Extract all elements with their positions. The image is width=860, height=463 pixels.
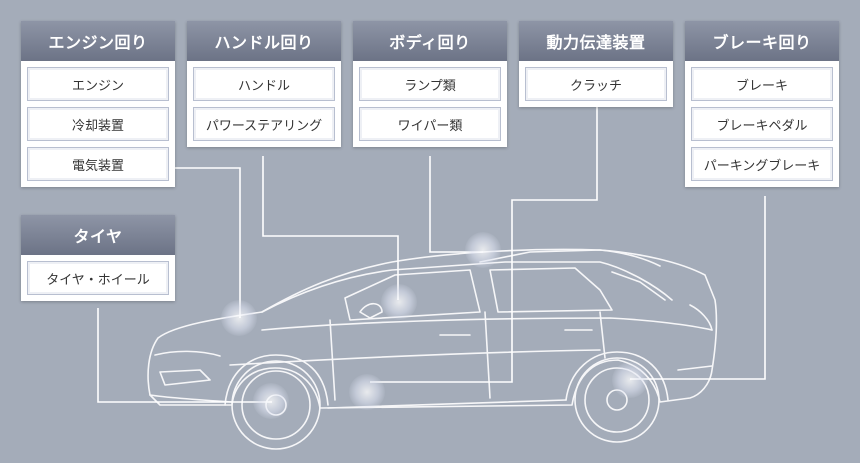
handle-hotspot[interactable] [381,284,417,320]
brake-item-brake[interactable]: ブレーキ [691,67,833,101]
engine-item-electrical[interactable]: 電気装置 [27,147,169,181]
handle-panel-title: ハンドル回り [187,21,341,61]
brake-panel: ブレーキ回り ブレーキ ブレーキペダル パーキングブレーキ [685,21,839,187]
drive-hotspot[interactable] [349,374,385,410]
engine-hotspot[interactable] [221,300,257,336]
engine-leader-line [175,167,241,318]
tire-hotspot[interactable] [253,383,289,419]
body-panel-title: ボディ回り [353,21,507,61]
brake-panel-title: ブレーキ回り [685,21,839,61]
brake-leader-line [630,196,766,380]
brake-item-parking-brake[interactable]: パーキングブレーキ [691,147,833,181]
drive-leader-line [370,104,598,383]
drive-panel-title: 動力伝達装置 [519,21,673,61]
handle-panel: ハンドル回り ハンドル パワーステアリング [187,21,341,147]
leader-lines [97,104,766,403]
tire-item-wheel[interactable]: タイヤ・ホイール [27,261,169,295]
engine-panel-title: エンジン回り [21,21,175,61]
handle-item-power-steering[interactable]: パワーステアリング [193,107,335,141]
body-item-wipers[interactable]: ワイパー類 [359,107,501,141]
drive-item-clutch[interactable]: クラッチ [525,67,667,101]
brake-hotspot[interactable] [612,362,648,398]
body-hotspot[interactable] [465,232,501,268]
handle-leader-line [262,156,399,300]
tire-panel: タイヤ タイヤ・ホイール [21,215,175,301]
engine-panel: エンジン回り エンジン 冷却装置 電気装置 [21,21,175,187]
engine-item-cooling[interactable]: 冷却装置 [27,107,169,141]
body-item-lamps[interactable]: ランプ類 [359,67,501,101]
car-outline [147,248,718,450]
tire-leader-line [97,308,272,403]
drive-panel: 動力伝達装置 クラッチ [519,21,673,107]
engine-item-engine[interactable]: エンジン [27,67,169,101]
body-panel: ボディ回り ランプ類 ワイパー類 [353,21,507,147]
handle-item-handle[interactable]: ハンドル [193,67,335,101]
brake-item-brake-pedal[interactable]: ブレーキペダル [691,107,833,141]
tire-panel-title: タイヤ [21,215,175,255]
